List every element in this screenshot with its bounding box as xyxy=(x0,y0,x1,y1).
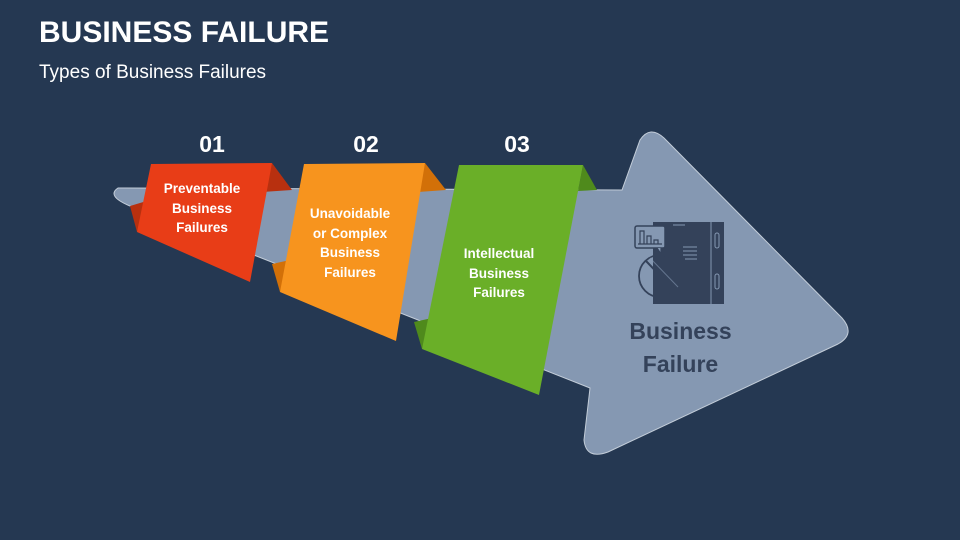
step-number-02: 02 xyxy=(353,131,379,157)
step-label-01: Preventable Business Failures xyxy=(163,181,241,235)
step-02-card xyxy=(280,163,425,341)
step-label-02: Unavoidable or Complex Business Failures xyxy=(309,206,391,280)
step-card-01 xyxy=(130,163,292,282)
step-01-card xyxy=(137,163,272,282)
step-number-03: 03 xyxy=(504,131,530,157)
step-02-fold-right xyxy=(418,163,446,192)
step-card-03 xyxy=(414,165,597,395)
hub-label: Business Failure xyxy=(629,318,732,377)
step-03-fold-right xyxy=(578,165,597,191)
step-03-card xyxy=(422,165,583,395)
step-label-03: Intellectual Business Failures xyxy=(463,246,535,300)
slide-title: BUSINESS FAILURE xyxy=(39,16,330,49)
step-number-01: 01 xyxy=(199,131,225,157)
step-card-02 xyxy=(272,163,446,341)
business-failure-report-icon xyxy=(634,222,724,304)
slide-subtitle: Types of Business Failures xyxy=(39,62,267,83)
